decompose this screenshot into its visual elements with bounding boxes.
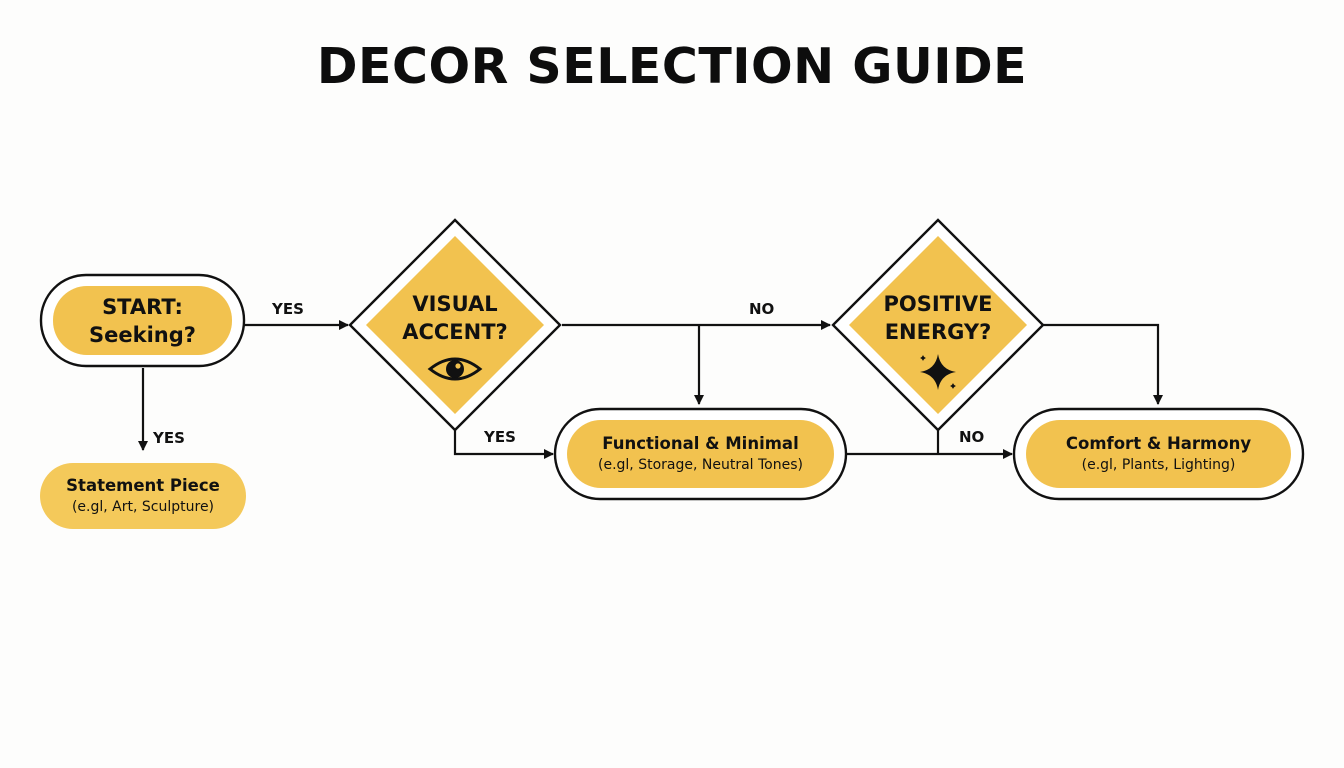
- functional-minimal-label: Functional & Minimal (e.gl, Storage, Neu…: [567, 420, 834, 488]
- functional-minimal-line2: (e.gl, Storage, Neutral Tones): [598, 456, 803, 473]
- visual-accent-decision: [348, 218, 562, 432]
- page-title: DECOR SELECTION GUIDE: [316, 38, 1028, 95]
- edge-label-visual-to-positive: NO: [749, 300, 775, 318]
- connectors: [138, 320, 1163, 459]
- visual-accent-label: VISUAL ACCENT?: [375, 290, 535, 346]
- statement-piece-line2: (e.gl, Art, Sculpture): [71, 498, 215, 515]
- edge-label-start-to-visual: YES: [272, 300, 304, 318]
- start-line1: START:: [102, 294, 183, 319]
- edge-label-positive-to-comfort: NO: [959, 428, 985, 446]
- statement-piece-label: Statement Piece (e.gl, Art, Sculpture): [40, 463, 246, 529]
- statement-piece-line1: Statement Piece: [66, 475, 220, 495]
- positive-energy-line1: POSITIVE: [883, 292, 993, 316]
- positive-energy-line2: ENERGY?: [884, 320, 992, 344]
- start-node: [39, 273, 246, 368]
- functional-minimal-node: [553, 407, 848, 501]
- edge-positive-to-comfort: [1043, 323, 1163, 405]
- edge-label-visual-to-functional: YES: [484, 428, 516, 446]
- edge-visual-to-functional: [453, 430, 554, 459]
- edge-label-start-to-statement: YES: [153, 429, 185, 447]
- positive-energy-label: POSITIVE ENERGY?: [858, 290, 1018, 346]
- eye-icon: [427, 357, 483, 381]
- start-node-label: START: Seeking?: [53, 286, 232, 355]
- sparkle-icon: [920, 354, 956, 390]
- comfort-harmony-line2: (e.gl, Plants, Lighting): [1081, 456, 1236, 473]
- start-line2: Seeking?: [89, 322, 196, 347]
- statement-piece-node: [40, 463, 246, 529]
- positive-energy-decision: [831, 218, 1045, 432]
- functional-minimal-line1: Functional & Minimal: [602, 433, 799, 453]
- comfort-harmony-line1: Comfort & Harmony: [1065, 433, 1252, 453]
- visual-accent-line1: VISUAL: [412, 292, 498, 316]
- visual-accent-line2: ACCENT?: [402, 320, 508, 344]
- comfort-harmony-label: Comfort & Harmony (e.gl, Plants, Lightin…: [1026, 420, 1291, 488]
- comfort-harmony-node: [1012, 407, 1305, 501]
